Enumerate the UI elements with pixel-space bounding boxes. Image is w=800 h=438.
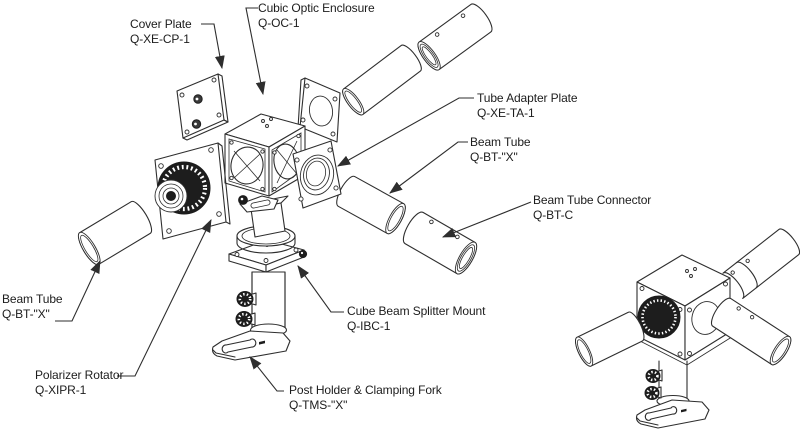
tube-adapter-plate-drawing [292, 140, 342, 209]
label-beam-tube-right: Beam Tube Q-BT-"X" [470, 135, 531, 164]
leader-beam-tube-connector [441, 201, 532, 238]
leader-cube-beam-splitter-mount [297, 265, 344, 313]
label-beam-tube-connector: Beam Tube Connector Q-BT-C [533, 193, 651, 222]
leader-post-holder [249, 356, 284, 392]
part-name: Cubic Optic Enclosure [258, 1, 375, 15]
assembled-right-tube [710, 297, 792, 366]
beam-tube-connector-drawing [402, 211, 478, 275]
part-name: Cube Beam Splitter Mount [347, 304, 486, 318]
part-name: Beam Tube [470, 135, 531, 149]
part-name: Beam Tube Connector [533, 193, 652, 207]
cube-beam-splitter-mount-drawing [211, 195, 308, 361]
clamping-fork-drawing [211, 330, 291, 361]
leader-cover-plate [201, 23, 225, 70]
leader-beam-tube-right [389, 141, 468, 194]
part-number: Q-XE-CP-1 [130, 31, 190, 46]
part-name: Beam Tube [2, 292, 63, 306]
part-name: Polarizer Rotator [35, 368, 124, 382]
label-cube-beam-splitter-mount: Cube Beam Splitter Mount Q-IBC-1 [347, 304, 485, 333]
assembled-left-tube [575, 311, 645, 367]
part-number: Q-BT-"X" [470, 149, 518, 164]
part-number: Q-BT-"X" [2, 306, 50, 321]
label-cover-plate: Cover Plate Q-XE-CP-1 [130, 17, 192, 46]
back-beam-tube-drawing [342, 44, 422, 116]
label-cubic-optic-enclosure: Cubic Optic Enclosure Q-OC-1 [258, 1, 375, 30]
label-post-holder: Post Holder & Clamping Fork Q-TMS-"X" [289, 383, 442, 412]
leader-tube-adapter-plate [337, 97, 474, 167]
leader-beam-tube-left [55, 260, 101, 322]
part-number: Q-BT-C [533, 207, 574, 222]
exploded-view [77, 3, 493, 361]
assembled-back-tube [722, 228, 800, 299]
beam-tube-right-drawing [336, 175, 406, 235]
label-polarizer-rotator: Polarizer Rotator Q-XIPR-1 [35, 368, 123, 397]
part-number: Q-IBC-1 [347, 318, 391, 333]
cover-plate-drawing [176, 73, 229, 141]
part-name: Cover Plate [130, 17, 192, 31]
assembled-view [575, 228, 800, 429]
back-tube-connector-drawing [417, 3, 493, 71]
part-number: Q-XIPR-1 [35, 382, 87, 397]
thumbscrew-icon [235, 291, 257, 327]
label-beam-tube-left: Beam Tube Q-BT-"X" [2, 292, 63, 321]
part-number: Q-XE-TA-1 [477, 105, 535, 120]
beam-tube-left-drawing [77, 200, 153, 266]
label-tube-adapter-plate: Tube Adapter Plate Q-XE-TA-1 [477, 91, 578, 120]
part-name: Tube Adapter Plate [477, 91, 578, 105]
part-number: Q-TMS-"X" [289, 397, 348, 412]
part-name: Post Holder & Clamping Fork [289, 383, 442, 397]
leader-cubic-optic-enclosure [245, 7, 266, 96]
cubic-optic-enclosure-drawing [224, 113, 306, 197]
leader-lines [55, 7, 532, 392]
polarizer-rotator-drawing [154, 142, 231, 240]
part-number: Q-OC-1 [258, 15, 300, 30]
leader-polarizer-rotator [117, 219, 212, 377]
